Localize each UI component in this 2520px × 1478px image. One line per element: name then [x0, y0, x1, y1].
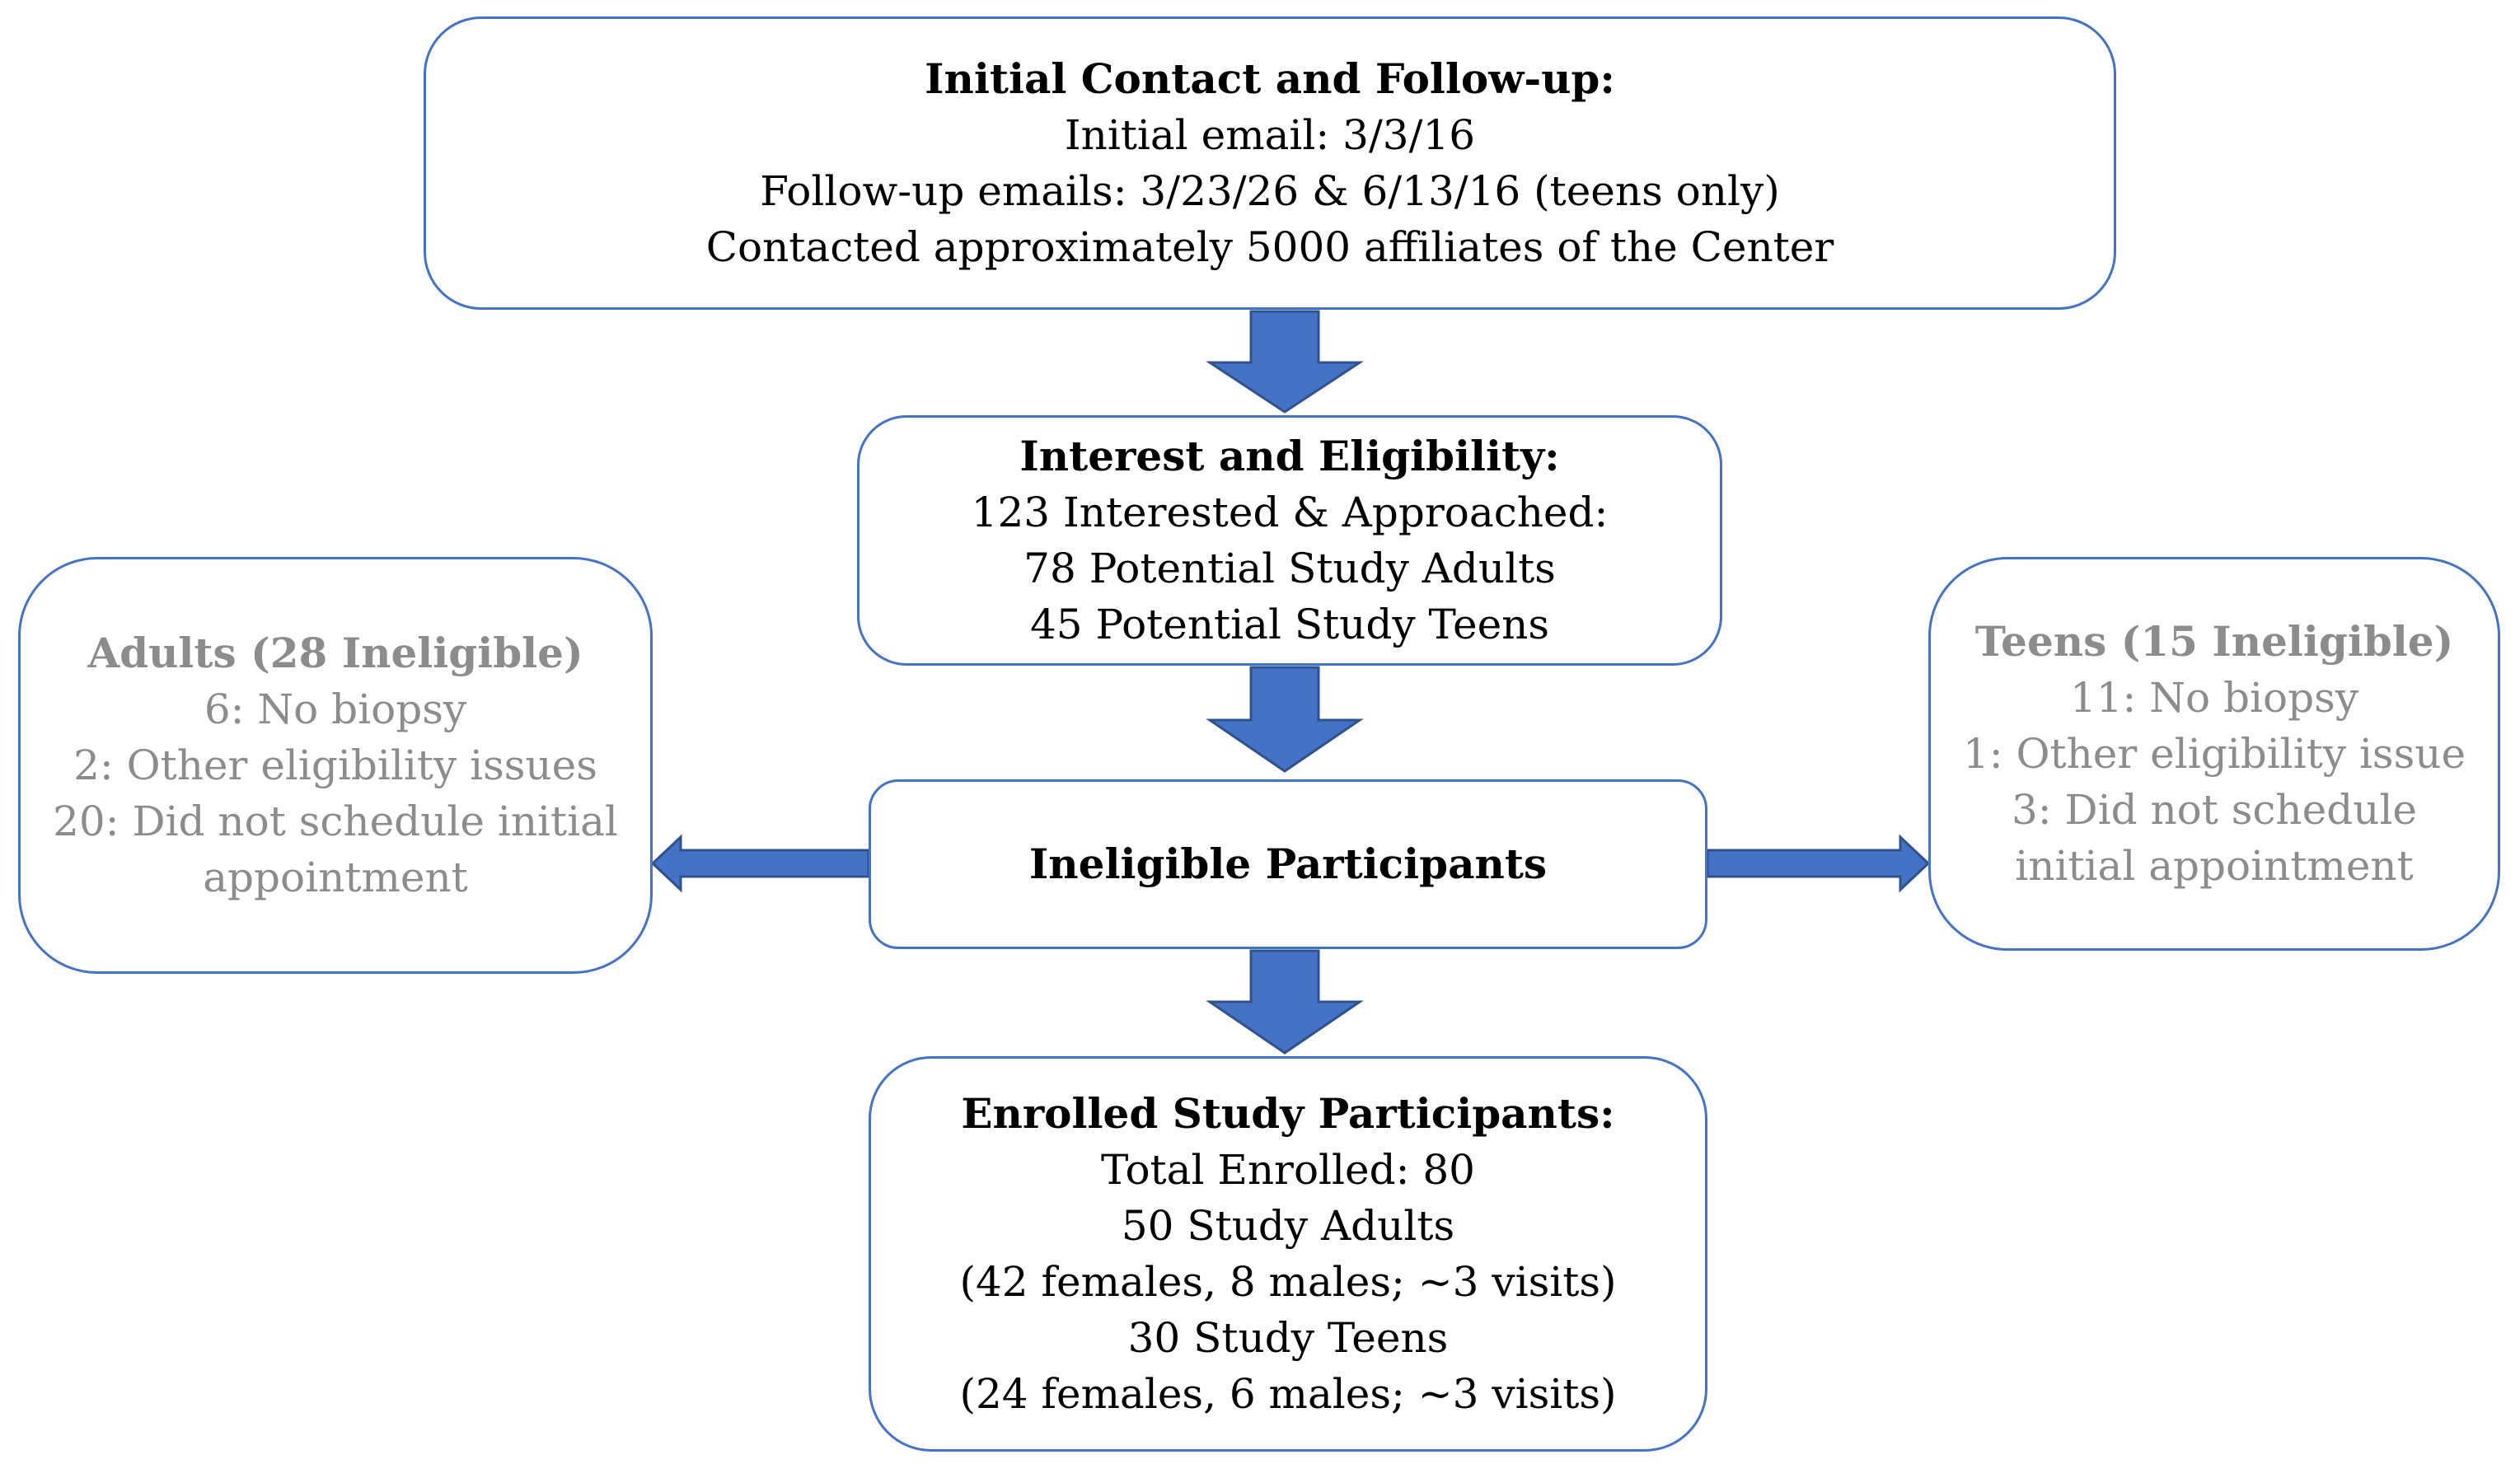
initial-contact-title: Initial Contact and Follow-up:	[925, 54, 1615, 103]
teens-did-not-schedule-line: 3: Did not schedule	[2011, 786, 2418, 834]
initial-email-line: Initial email: 3/3/16	[1064, 111, 1476, 159]
adults-ineligible-title: Adults (28 Ineligible)	[87, 629, 583, 677]
arrow-right-to-teens	[1706, 834, 1931, 893]
arrow-down-ineligible-to-enrolled	[1206, 949, 1364, 1055]
interest-eligibility-box: Interest and Eligibility: 123 Interested…	[857, 415, 1722, 666]
ineligible-participants-box: Ineligible Participants	[869, 779, 1707, 949]
initial-contact-box: Initial Contact and Follow-up: Initial e…	[424, 16, 2116, 310]
adults-no-biopsy-line: 6: No biopsy	[204, 685, 467, 733]
ineligible-participants-title: Ineligible Participants	[1028, 840, 1548, 888]
contacted-affiliates-line: Contacted approximately 5000 affiliates …	[705, 223, 1834, 271]
teens-ineligible-title: Teens (15 Ineligible)	[1974, 617, 2454, 666]
arrow-down-initial-to-interest	[1206, 310, 1364, 414]
arrow-down-interest-to-ineligible	[1206, 666, 1364, 773]
teens-other-issue-line: 1: Other eligibility issue	[1962, 730, 2466, 778]
study-teens-line: 30 Study Teens	[1127, 1314, 1449, 1362]
adults-appointment-line: appointment	[203, 854, 468, 901]
potential-teens-line: 45 Potential Study Teens	[1029, 601, 1550, 648]
follow-up-emails-line: Follow-up emails: 3/23/26 & 6/13/16 (tee…	[760, 167, 1780, 215]
adults-ineligible-box: Adults (28 Ineligible) 6: No biopsy 2: O…	[18, 557, 653, 974]
enrolled-participants-box: Enrolled Study Participants: Total Enrol…	[869, 1056, 1707, 1452]
study-adults-breakdown-line: (42 females, 8 males; ~3 visits)	[959, 1258, 1617, 1306]
enrolled-participants-title: Enrolled Study Participants:	[961, 1089, 1615, 1138]
teens-no-biopsy-line: 11: No biopsy	[2069, 674, 2359, 722]
study-adults-line: 50 Study Adults	[1121, 1202, 1455, 1250]
potential-adults-line: 78 Potential Study Adults	[1023, 545, 1556, 592]
teens-ineligible-box: Teens (15 Ineligible) 11: No biopsy 1: O…	[1928, 557, 2500, 951]
teens-appointment-line: initial appointment	[2015, 842, 2414, 890]
adults-did-not-schedule-line: 20: Did not schedule initial	[53, 797, 618, 845]
interest-eligibility-title: Interest and Eligibility:	[1019, 432, 1560, 480]
arrow-left-to-adults	[650, 834, 870, 893]
total-enrolled-line: Total Enrolled: 80	[1100, 1146, 1475, 1194]
adults-other-issues-line: 2: Other eligibility issues	[73, 741, 597, 789]
interested-approached-line: 123 Interested & Approached:	[971, 489, 1609, 536]
study-teens-breakdown-line: (24 females, 6 males; ~3 visits)	[959, 1370, 1617, 1418]
